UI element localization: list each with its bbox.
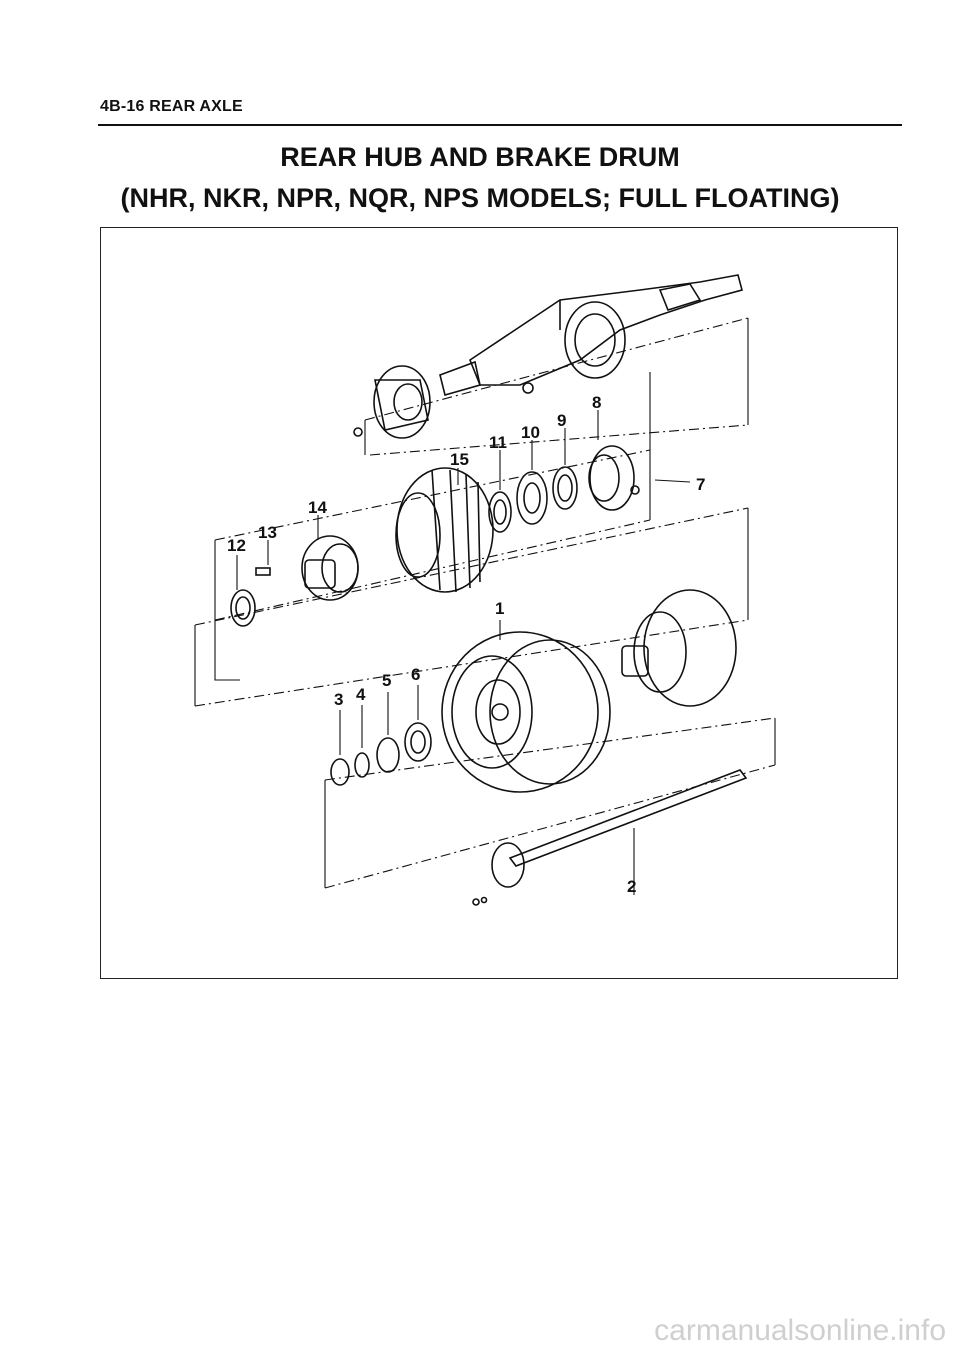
axle-housing: [439, 274, 743, 396]
callout-14: 14: [308, 498, 327, 517]
callout-13: 13: [258, 523, 277, 542]
callout-1: 1: [495, 599, 504, 618]
callout-6: 6: [411, 665, 420, 684]
callout-10: 10: [521, 423, 540, 442]
callout-8: 8: [592, 393, 601, 412]
hub-nut-stack: [330, 722, 432, 786]
oil-seal-12: [230, 589, 256, 627]
bearing-stack: [488, 466, 578, 533]
wheel-tire-1: [441, 631, 611, 793]
callout-9: 9: [557, 411, 566, 430]
wheel-hub-14: [301, 535, 359, 601]
callout-12: 12: [227, 536, 246, 555]
brake-drum-upper: [395, 467, 494, 593]
brake-backing-plate: [353, 365, 534, 439]
callout-15: 15: [450, 450, 469, 469]
callout-2: 2: [627, 877, 636, 896]
diagram-frame: [100, 227, 898, 979]
diagram-title: REAR HUB AND BRAKE DRUM: [280, 142, 680, 172]
hub-bolt-13: [255, 567, 271, 576]
diagram-subtitle: (NHR, NKR, NPR, NQR, NPS MODELS; FULL FL…: [120, 183, 840, 213]
watermark-text: carmanualsonline.info: [654, 1314, 946, 1347]
brake-drum-lower: [621, 589, 737, 707]
section-header: 4B-16 REAR AXLE: [100, 98, 243, 115]
callout-7: 7: [696, 475, 705, 494]
axle-shaft-2: [472, 769, 748, 906]
seal-retainer-8: [588, 445, 640, 511]
header-rule: [98, 124, 902, 126]
guide-lines: [194, 317, 776, 889]
callout-3: 3: [334, 690, 343, 709]
callout-11: 11: [489, 433, 507, 452]
frame-brackets: [194, 318, 776, 888]
leader-lines: [236, 410, 691, 895]
callout-5: 5: [382, 671, 391, 690]
callout-4: 4: [356, 685, 366, 704]
